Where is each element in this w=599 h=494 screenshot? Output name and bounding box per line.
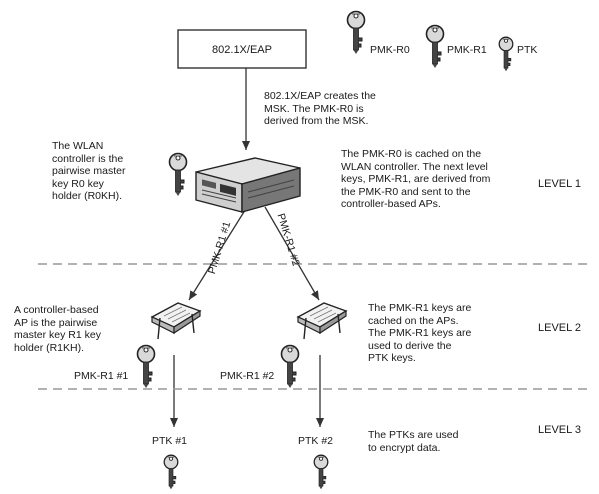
r0kh-key-icon	[168, 152, 188, 197]
eap-box-label: 802.1X/EAP	[212, 44, 272, 56]
access-point-2-icon	[297, 302, 347, 340]
pmk-r1-cached-note: The PMK-R1 keys are cached on the APs. T…	[368, 302, 472, 365]
ptk-use-note: The PTKs are used to encrypt data.	[368, 429, 459, 454]
ap1-pmk-r1-key-icon	[136, 344, 156, 389]
controller-note: The WLAN controller is the pairwise mast…	[52, 140, 126, 203]
pmk-r0-cached-note: The PMK-R0 is cached on the WLAN control…	[341, 148, 491, 211]
eap-box	[177, 29, 307, 69]
arrow-controller-to-ap2	[264, 206, 320, 301]
msk-note: 802.1X/EAP creates the MSK. The PMK-R0 i…	[264, 90, 376, 128]
ap2-key-label: PMK-R1 #2	[220, 370, 275, 382]
arrow-controller-to-ap1	[188, 206, 248, 301]
ap1-key-label: PMK-R1 #1	[74, 370, 129, 382]
ptk1-label: PTK #1	[152, 435, 188, 447]
ptk-legend-label: PTK	[517, 44, 538, 56]
ap2-pmk-r1-key-icon	[280, 344, 300, 389]
pmk-r1-legend-label: PMK-R1	[447, 44, 487, 56]
ptk2-key-icon	[313, 454, 329, 490]
ptk2-label: PTK #2	[298, 435, 334, 447]
ptk1-key-icon	[163, 454, 179, 490]
access-point-1-icon	[151, 302, 201, 340]
level-2-label: LEVEL 2	[538, 322, 582, 334]
pmk-r0-legend-label: PMK-R0	[370, 44, 410, 56]
wlan-controller-icon	[195, 157, 301, 213]
pmk-r1-legend-key-icon	[425, 24, 445, 69]
level-1-label: LEVEL 1	[538, 178, 582, 190]
level-3-label: LEVEL 3	[538, 424, 582, 436]
pmk-r0-legend-key-icon	[346, 10, 366, 55]
ptk-legend-key-icon	[498, 36, 514, 72]
ap-note: A controller-based AP is the pairwise ma…	[14, 304, 101, 354]
